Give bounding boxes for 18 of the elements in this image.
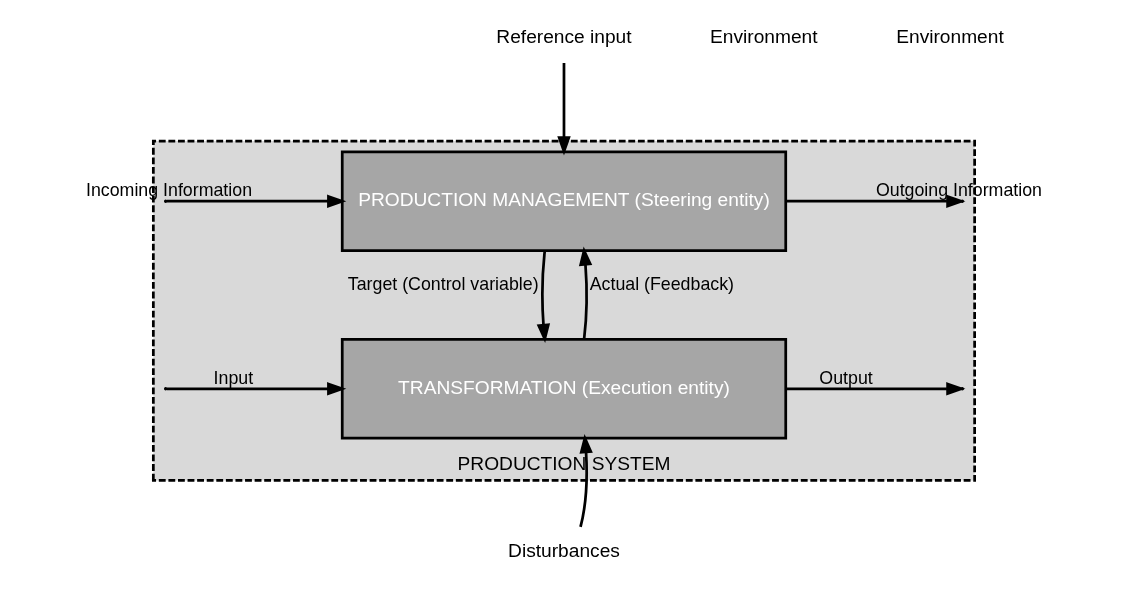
arrow xyxy=(166,382,346,396)
node-box: PRODUCTION MANAGEMENT (Steering entity) xyxy=(340,150,787,252)
edge-label: Input xyxy=(213,367,253,388)
node-text: Reference input xyxy=(495,26,632,48)
label: Environment xyxy=(895,26,1004,48)
node-text: Disturbances xyxy=(507,539,620,561)
arrow xyxy=(166,194,346,208)
edge-label: Outgoing Information xyxy=(875,180,1042,201)
edge-label: Incoming Information xyxy=(85,180,252,201)
arrow xyxy=(536,250,550,344)
node-box: TRANSFORMATION (Execution entity) xyxy=(340,338,787,440)
arrow xyxy=(578,434,593,528)
label: Environment xyxy=(709,26,818,48)
edge-label: Actual (Feedback) xyxy=(589,273,734,294)
arrow xyxy=(578,246,592,340)
arrow xyxy=(556,63,571,156)
edge-label: Output xyxy=(818,367,873,388)
edge-label: Target (Control variable) xyxy=(347,274,539,295)
